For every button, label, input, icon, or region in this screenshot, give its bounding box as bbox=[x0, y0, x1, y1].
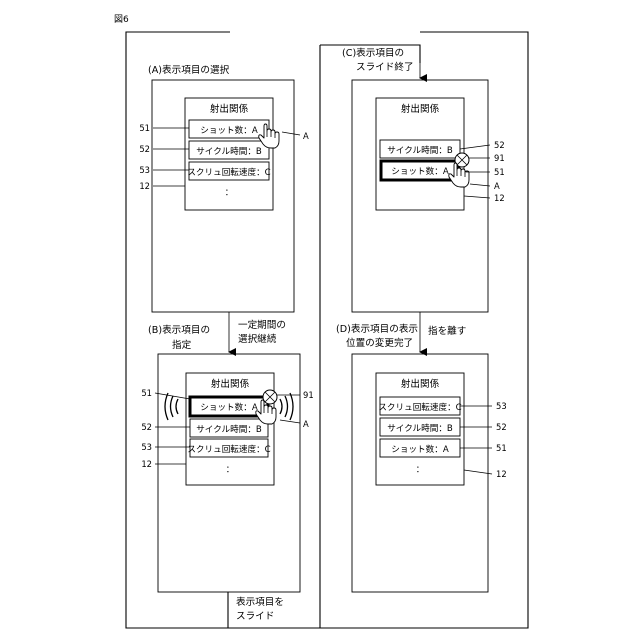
panel-a-title: 射出関係 bbox=[210, 103, 249, 115]
panel-c-ref-52: 52 bbox=[494, 140, 505, 150]
panel-c-caption-line1: (C)表示項目の bbox=[342, 47, 404, 59]
panel-c-ref-12: 12 bbox=[494, 193, 505, 203]
panel-a-ref-hand: A bbox=[303, 131, 309, 141]
panel-a-caption: (A)表示項目の選択 bbox=[148, 64, 230, 76]
panel-d-item-3-label: ショット数：A bbox=[391, 443, 449, 455]
panel-c-ref-91: 91 bbox=[494, 153, 505, 163]
panel-a: (A)表示項目の選択 射出関係 ショット数：A サイクル時間：B スクリュ回転速… bbox=[139, 64, 309, 312]
panel-c-leader-hand bbox=[470, 184, 490, 186]
transition-c-d: 指を離す bbox=[428, 325, 466, 337]
panel-a-item-2-label: サイクル時間：B bbox=[196, 146, 262, 157]
panel-b-leader-hand bbox=[280, 420, 300, 423]
transition-b-c-line2: スライド bbox=[236, 611, 274, 622]
panel-b: (B)表示項目の 指定 射出関係 ショット数：A サイクル時間：B スクリュ回転… bbox=[141, 324, 313, 592]
panel-c-leader-12 bbox=[464, 196, 490, 198]
panel-b-ref-12: 12 bbox=[141, 459, 152, 469]
panel-b-ellipsis: ： bbox=[226, 465, 235, 475]
panel-a-leader-hand bbox=[282, 132, 300, 135]
panel-d-title: 射出関係 bbox=[401, 378, 440, 390]
panel-b-caption-line1: (B)表示項目の bbox=[148, 324, 210, 336]
panel-d-item-1-label: スクリュ回転速度：C bbox=[378, 401, 461, 413]
panel-b-ref-53: 53 bbox=[141, 442, 152, 452]
panel-d-ref-52: 52 bbox=[496, 422, 507, 432]
transition-a-b-line1: 一定期間の bbox=[238, 319, 286, 331]
panel-c-ref-51: 51 bbox=[494, 167, 505, 177]
panel-a-ref-51: 51 bbox=[139, 123, 150, 133]
transition-a-b-line2: 選択継続 bbox=[238, 333, 277, 345]
panel-b-item-1-label: ショット数：A bbox=[200, 401, 258, 413]
panel-a-ref-12: 12 bbox=[139, 181, 150, 191]
panel-b-ref-91: 91 bbox=[303, 390, 314, 400]
figure-label: 図6 bbox=[114, 14, 129, 25]
panel-d-ref-12: 12 bbox=[496, 469, 507, 479]
panel-b-caption-line2: 指定 bbox=[172, 339, 192, 351]
panel-d-caption-line1: (D)表示項目の表示 bbox=[336, 323, 418, 335]
panel-b-ref-51: 51 bbox=[141, 388, 152, 398]
panel-b-ref-hand: A bbox=[303, 419, 309, 429]
panel-a-ref-53: 53 bbox=[139, 165, 150, 175]
panel-d: (D)表示項目の表示 位置の変更完了 射出関係 スクリュ回転速度：C サイクル時… bbox=[336, 323, 507, 592]
panel-c: (C)表示項目の スライド終了 射出関係 サイクル時間：B ショット数：A 52… bbox=[342, 45, 505, 312]
panel-c-title: 射出関係 bbox=[401, 103, 440, 115]
panel-d-ref-53: 53 bbox=[496, 401, 507, 411]
panel-d-ref-51: 51 bbox=[496, 443, 507, 453]
transition-b-c-line1: 表示項目を bbox=[236, 596, 284, 608]
panel-a-ellipsis: ： bbox=[225, 188, 234, 198]
panel-d-item-2-label: サイクル時間：B bbox=[387, 423, 453, 434]
panel-b-item-3-label: スクリュ回転速度：C bbox=[187, 443, 270, 455]
panel-c-item-1-label: サイクル時間：B bbox=[387, 145, 453, 156]
panel-b-item-2-label: サイクル時間：B bbox=[196, 424, 262, 435]
panel-d-ellipsis: ： bbox=[416, 465, 425, 475]
panel-c-caption-line2: スライド終了 bbox=[356, 61, 414, 73]
panel-d-caption-line2: 位置の変更完了 bbox=[346, 337, 413, 349]
panel-b-title: 射出関係 bbox=[211, 378, 250, 390]
selection-mark-icon bbox=[263, 390, 277, 404]
panel-a-item-1-label: ショット数：A bbox=[200, 124, 258, 136]
panel-b-ref-52: 52 bbox=[141, 422, 152, 432]
panel-c-ref-hand: A bbox=[494, 181, 500, 191]
panel-c-item-2-label: ショット数：A bbox=[391, 165, 449, 177]
panel-a-ref-52: 52 bbox=[139, 144, 150, 154]
panel-a-item-3-label: スクリュ回転速度：C bbox=[187, 166, 270, 178]
panel-c-leader-52 bbox=[460, 145, 490, 149]
